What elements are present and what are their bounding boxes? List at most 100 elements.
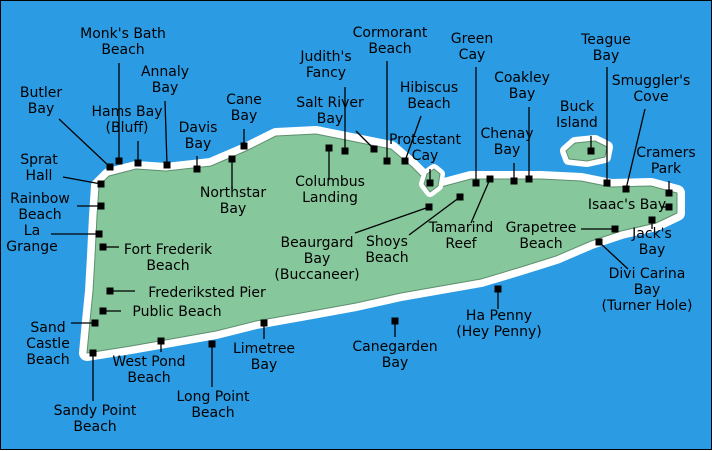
coakley-bay-label-line: Bay (509, 86, 535, 102)
sprat-hall-marker[interactable] (97, 180, 105, 188)
shoys-beach-marker[interactable] (456, 193, 464, 201)
ha-penny-label-line: (Hey Penny) (456, 324, 541, 340)
grapetree-beach-marker[interactable] (611, 225, 619, 233)
sandy-point-beach-marker[interactable] (89, 349, 97, 357)
cane-bay-marker[interactable] (240, 142, 248, 150)
sand-castle-beach-marker[interactable] (91, 319, 99, 327)
northstar-bay-marker[interactable] (228, 155, 236, 163)
coakley-bay-marker[interactable] (525, 175, 533, 183)
protestant-cay-marker[interactable] (426, 179, 434, 187)
teague-bay-label-line: Bay (593, 48, 619, 64)
shoys-beach-label-line: Shoys (366, 234, 408, 250)
beaurgard-bay-label-line: Beaurgard (280, 235, 353, 251)
long-point-beach-label-line: Long Point (176, 389, 250, 405)
divi-carina-bay-marker[interactable] (595, 238, 603, 246)
judiths-fancy-marker[interactable] (341, 147, 349, 155)
smugglers-cove-leader-line (625, 108, 646, 190)
rainbow-beach-marker[interactable] (97, 202, 105, 210)
hibiscus-beach-label-line: Hibiscus (400, 80, 458, 96)
beaurgard-bay-marker[interactable] (425, 203, 433, 211)
grapetree-beach-label-line: Grapetree (506, 220, 577, 236)
sprat-hall-label-line: Sprat (20, 152, 58, 168)
coakley-bay-label-line: Coakley (494, 70, 550, 86)
green-cay-label-line: Green (451, 31, 493, 47)
island-buck-island (566, 141, 607, 161)
chenay-bay-marker[interactable] (510, 177, 518, 185)
smugglers-cove-marker[interactable] (622, 185, 630, 193)
la-grange-marker[interactable] (95, 230, 103, 238)
annaly-bay-marker[interactable] (163, 161, 171, 169)
butler-bay-marker[interactable] (106, 163, 114, 171)
isaacs-bay-marker[interactable] (665, 203, 673, 211)
columbus-landing-marker[interactable] (325, 144, 333, 152)
monks-bath-beach-marker[interactable] (115, 157, 123, 165)
canegarden-bay-marker[interactable] (391, 317, 399, 325)
columbus-landing-label-line: Columbus (295, 174, 365, 190)
la-grange-label-line: Grange (6, 239, 58, 255)
hibiscus-beach-label-line: Beach (407, 96, 450, 112)
salt-river-bay-marker[interactable] (370, 145, 378, 153)
hams-bay-marker[interactable] (134, 159, 142, 167)
tamarind-reef-marker[interactable] (486, 175, 494, 183)
davis-bay-marker[interactable] (193, 165, 201, 173)
cramers-park-label-line: Park (651, 161, 682, 177)
long-point-beach-marker[interactable] (208, 340, 216, 348)
public-beach-marker[interactable] (99, 307, 107, 315)
west-pond-beach-marker[interactable] (157, 337, 165, 345)
beaurgard-bay-label-line: Bay (304, 251, 330, 267)
cane-bay-label-line: Bay (231, 108, 257, 124)
northstar-bay-label-line: Bay (220, 201, 246, 217)
tamarind-reef-label-line: Reef (445, 236, 477, 252)
grapetree-beach-label-line: Beach (519, 236, 562, 252)
frederiksted-pier-marker[interactable] (106, 287, 114, 295)
west-pond-beach-label-line: Beach (127, 370, 170, 386)
chenay-bay-label-line: Bay (494, 142, 520, 158)
ha-penny-marker[interactable] (494, 285, 502, 293)
jacks-bay-marker[interactable] (648, 216, 656, 224)
annaly-bay-label-line: Annaly (141, 64, 189, 80)
hibiscus-beach-marker[interactable] (401, 157, 409, 165)
sand-castle-beach-label-line: Sand (30, 320, 65, 336)
cramers-park-marker[interactable] (665, 189, 673, 197)
green-cay-marker[interactable] (472, 179, 480, 187)
buck-island-marker[interactable] (587, 147, 595, 155)
hams-bay-label-line: (Bluff) (106, 120, 149, 136)
divi-carina-bay-label-line: Bay (634, 282, 660, 298)
sprat-hall-leader-line (62, 176, 102, 185)
sandy-point-beach-label-line: Sandy Point (54, 403, 137, 419)
teague-bay-marker[interactable] (603, 179, 611, 187)
buck-island-label-line: Island (556, 115, 598, 131)
la-grange-label-line: La (24, 223, 40, 239)
monks-bath-beach-label-line: Monk's Bath (80, 26, 166, 42)
place-hams-bay: Hams Bay(Bluff) (92, 104, 162, 167)
fort-frederik-beach-marker[interactable] (99, 243, 107, 251)
ha-penny-label: Ha Penny(Hey Penny) (456, 308, 541, 340)
hibiscus-beach-leader-line (404, 115, 422, 162)
cormorant-beach-marker[interactable] (383, 157, 391, 165)
limetree-bay-marker[interactable] (260, 319, 268, 327)
